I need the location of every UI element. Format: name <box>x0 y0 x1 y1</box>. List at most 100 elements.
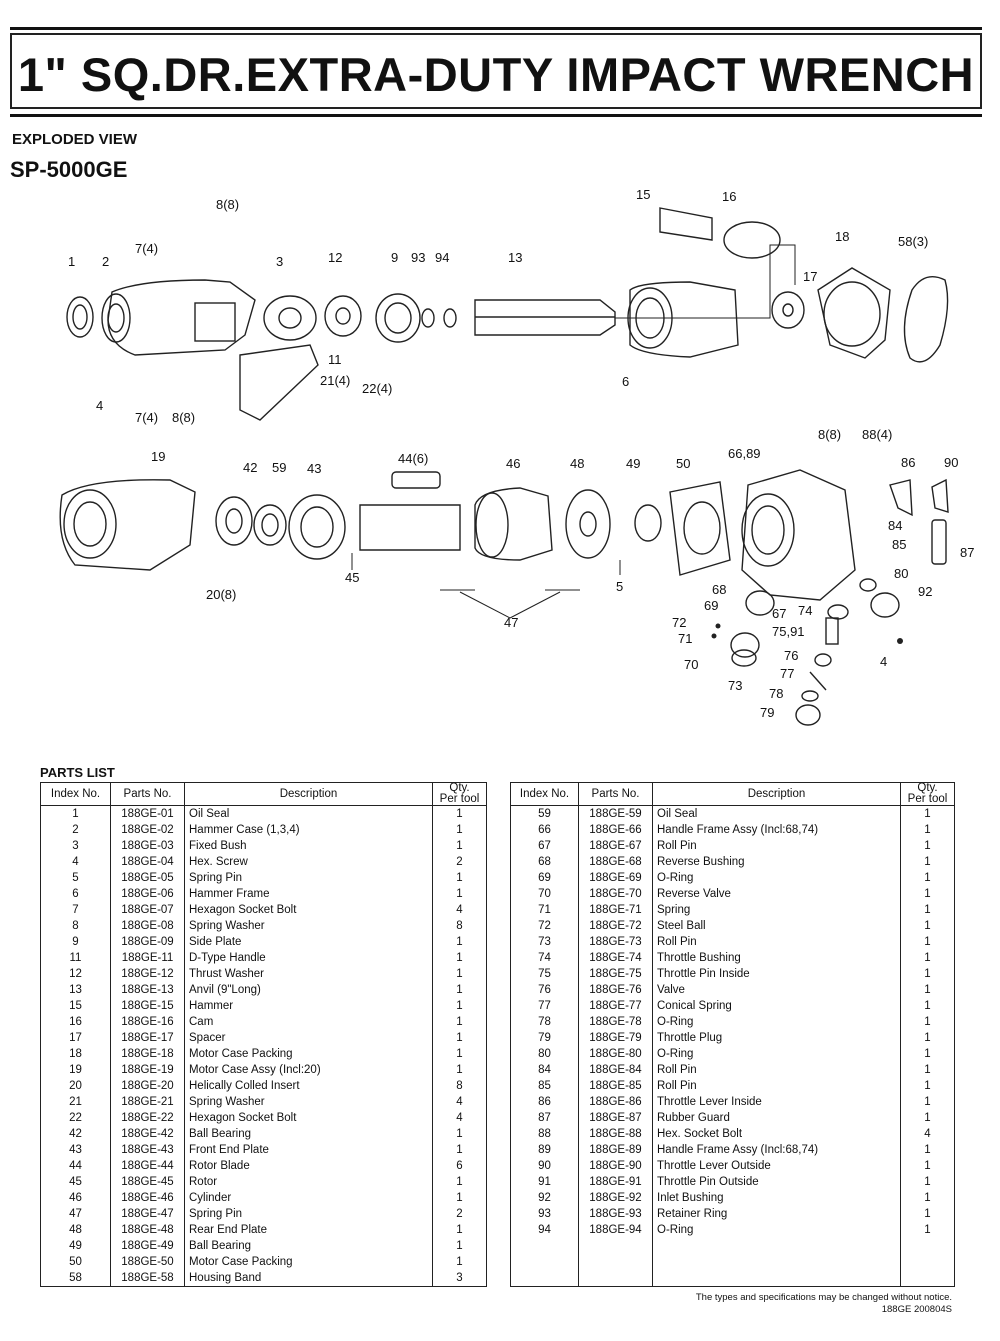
index-cell: 85 <box>510 1078 579 1094</box>
qty-cell <box>900 1270 955 1287</box>
index-cell: 77 <box>510 998 579 1014</box>
parts-no-cell: 188GE-85 <box>578 1078 653 1094</box>
callout: 11 <box>328 352 342 367</box>
index-cell: 17 <box>40 1030 111 1046</box>
parts-no-cell: 188GE-91 <box>578 1174 653 1190</box>
part-thrust-washer <box>324 295 362 337</box>
callout: 42 <box>243 460 257 475</box>
index-cell: 49 <box>40 1238 111 1254</box>
description-cell: Throttle Pin Inside <box>652 966 901 982</box>
qty-cell: 1 <box>432 1190 487 1206</box>
part-cylinder <box>474 487 553 561</box>
qty-cell: 1 <box>900 1174 955 1190</box>
index-cell <box>510 1254 579 1270</box>
qty-cell: 1 <box>900 886 955 902</box>
qty-cell: 1 <box>900 1046 955 1062</box>
page-title: 1" SQ.DR.EXTRA-DUTY IMPACT WRENCH <box>17 48 975 101</box>
parts-no-cell: 188GE-02 <box>110 822 185 838</box>
qty-cell: 1 <box>900 950 955 966</box>
qty-cell: 1 <box>900 1030 955 1046</box>
callout: 22(4) <box>362 381 392 396</box>
index-cell: 78 <box>510 1014 579 1030</box>
qty-cell: 1 <box>432 966 487 982</box>
index-cell: 21 <box>40 1094 111 1110</box>
index-cell: 7 <box>40 902 111 918</box>
description-cell: Inlet Bushing <box>652 1190 901 1206</box>
part-spacer <box>771 291 805 329</box>
parts-no-cell: 188GE-59 <box>578 805 653 822</box>
callout: 47 <box>504 615 518 630</box>
part-ball-bearing-49 <box>634 504 662 542</box>
col-description: Description <box>184 782 433 806</box>
parts-no-cell: 188GE-70 <box>578 886 653 902</box>
parts-no-cell: 188GE-16 <box>110 1014 185 1030</box>
parts-no-cell: 188GE-67 <box>578 838 653 854</box>
callout: 7(4) <box>135 410 158 425</box>
callout: 87 <box>960 545 974 560</box>
description-cell: Fixed Bush <box>184 838 433 854</box>
col-parts-no: Parts No. <box>110 782 185 806</box>
parts-no-cell: 188GE-80 <box>578 1046 653 1062</box>
qty-cell: 1 <box>432 822 487 838</box>
index-cell: 84 <box>510 1062 579 1078</box>
callout: 2 <box>102 254 109 269</box>
callout: 8(8) <box>172 410 195 425</box>
part-oil-seal <box>66 296 94 338</box>
parts-no-cell: 188GE-68 <box>578 854 653 870</box>
description-cell: Hex. Socket Bolt <box>652 1126 901 1142</box>
qty-cell: 1 <box>900 1158 955 1174</box>
qty-cell: 1 <box>432 805 487 822</box>
part-hammer-case <box>107 279 256 356</box>
parts-no-cell: 188GE-78 <box>578 1014 653 1030</box>
index-cell: 44 <box>40 1158 111 1174</box>
table-row <box>510 1254 955 1270</box>
parts-no-cell: 188GE-93 <box>578 1206 653 1222</box>
index-cell: 8 <box>40 918 111 934</box>
parts-no-cell: 188GE-88 <box>578 1126 653 1142</box>
index-cell: 47 <box>40 1206 111 1222</box>
qty-cell: 1 <box>900 918 955 934</box>
part-rear-end-plate <box>565 489 611 559</box>
callout: 6 <box>622 374 629 389</box>
parts-no-cell: 188GE-66 <box>578 822 653 838</box>
index-cell: 89 <box>510 1142 579 1158</box>
qty-cell: 4 <box>900 1126 955 1142</box>
part-throttle-plug <box>795 704 821 726</box>
part-d-type-handle <box>239 344 319 421</box>
index-cell: 6 <box>40 886 111 902</box>
parts-table-right: Index No. Parts No. Description Qty. Per… <box>510 782 955 1287</box>
part-conical-spring <box>809 671 827 691</box>
parts-no-cell: 188GE-87 <box>578 1110 653 1126</box>
description-cell: Spacer <box>184 1030 433 1046</box>
callout: 17 <box>803 269 817 284</box>
part-reverse-valve <box>730 632 760 658</box>
part-rubber-guard <box>931 519 947 565</box>
description-cell: Handle Frame Assy (Incl:68,74) <box>652 1142 901 1158</box>
description-cell: Rubber Guard <box>652 1110 901 1126</box>
qty-cell: 1 <box>432 870 487 886</box>
qty-cell: 1 <box>900 1110 955 1126</box>
qty-cell: 1 <box>432 998 487 1014</box>
index-cell: 43 <box>40 1142 111 1158</box>
callout: 79 <box>760 705 774 720</box>
parts-no-cell: 188GE-17 <box>110 1030 185 1046</box>
part-fixed-bush <box>263 295 317 341</box>
description-cell: Spring Pin <box>184 870 433 886</box>
col-index: Index No. <box>40 782 111 806</box>
